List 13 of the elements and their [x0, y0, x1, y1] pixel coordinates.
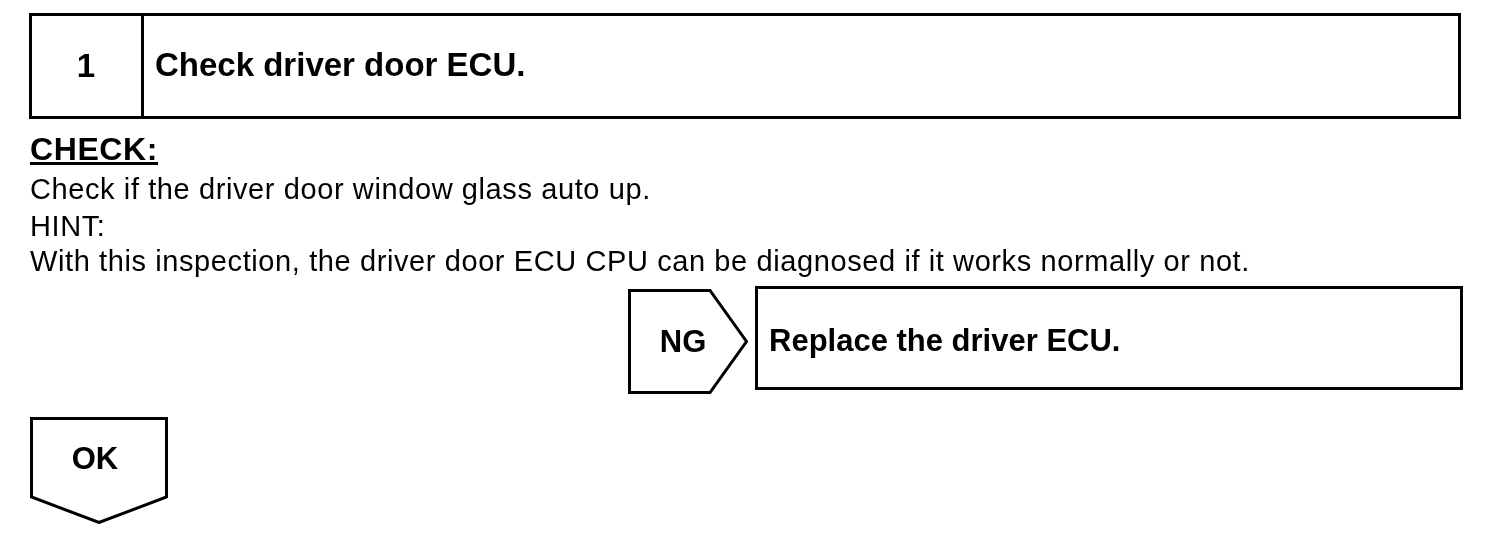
- check-instruction: Check if the driver door window glass auto up.: [30, 172, 651, 207]
- hint-text: With this inspection, the driver door ECU CPU can be diagnosed if it works normally or not.: [30, 244, 1250, 279]
- action-box: [755, 286, 1463, 390]
- step-number: 1: [76, 48, 96, 82]
- chevron-tab: [628, 289, 748, 394]
- result-label: NG: [659, 325, 707, 357]
- step-title: Check driver door ECU.: [155, 47, 526, 81]
- result-label: OK: [71, 442, 119, 474]
- action-text: Replace the driver ECU.: [769, 324, 1121, 356]
- check-heading: CHECK:: [30, 131, 159, 168]
- down-chevron-tab: [30, 417, 168, 524]
- hint-heading: HINT:: [30, 209, 106, 244]
- step-box: [29, 13, 1461, 119]
